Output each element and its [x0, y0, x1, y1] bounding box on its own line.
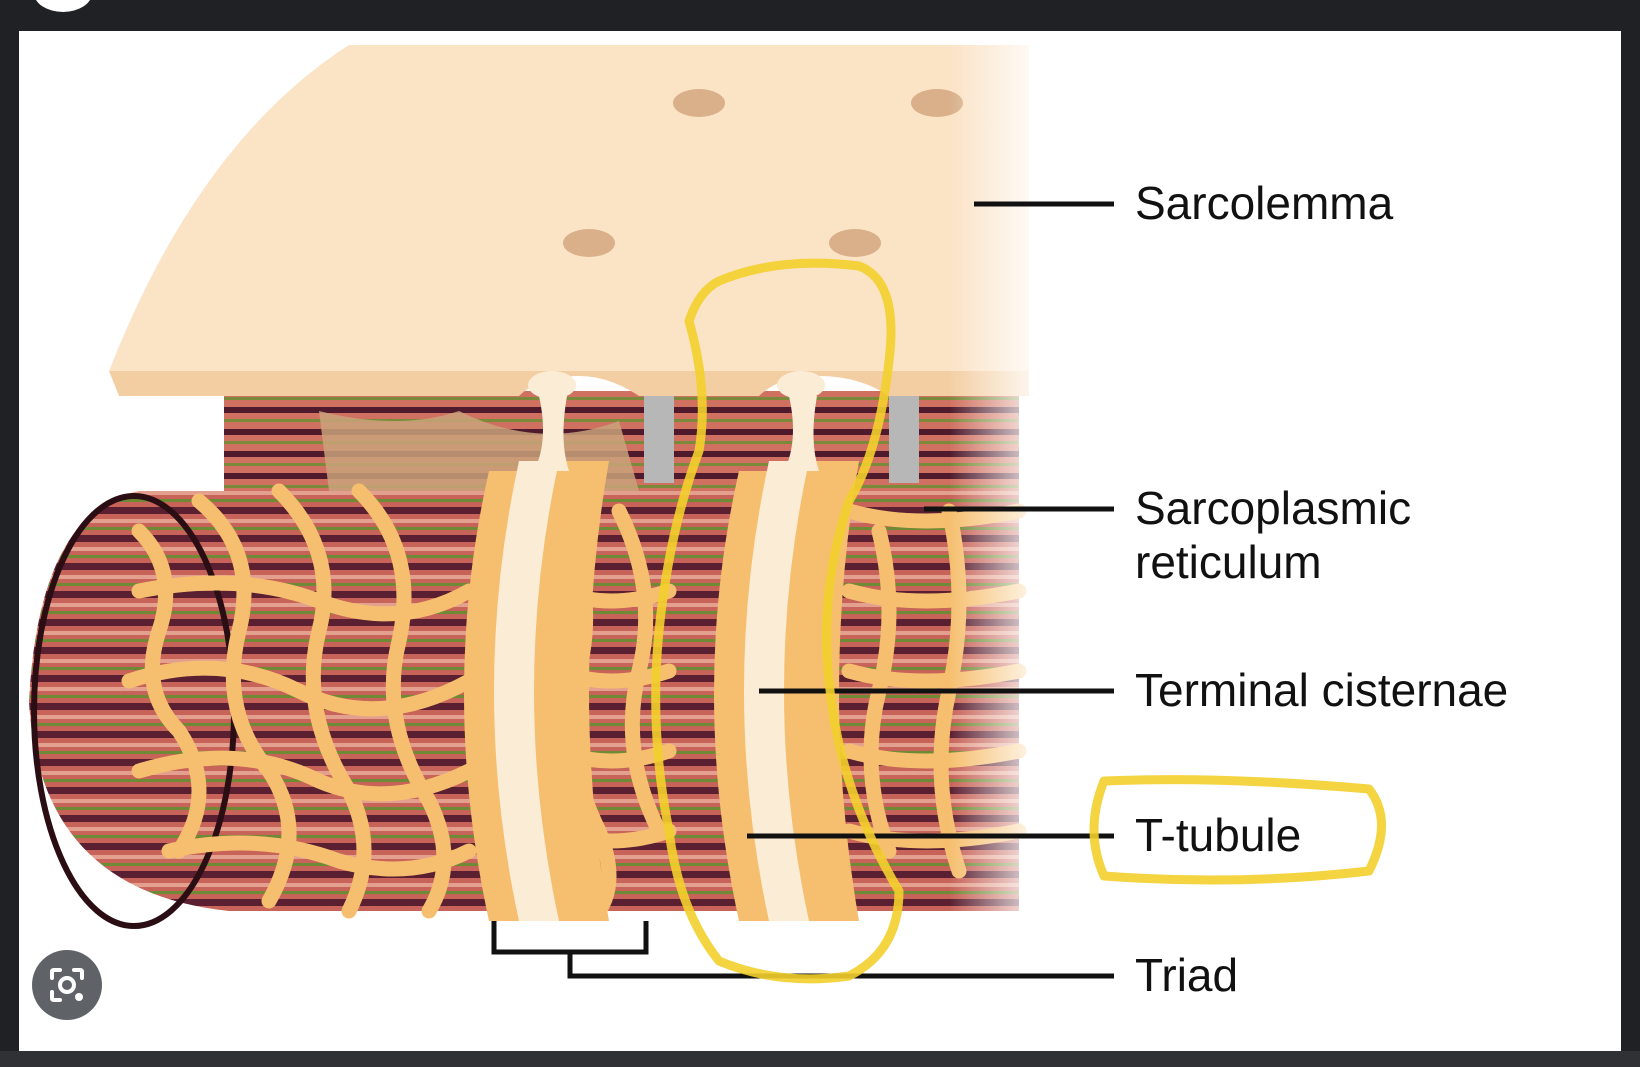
triad-bracket: [491, 921, 649, 955]
t-tubule-highlight-loop: [1089, 775, 1386, 885]
highlight-annotations: [651, 258, 1386, 984]
myofibril-back: [224, 391, 1019, 501]
label-sarcoplasmic-line2: reticulum: [1135, 536, 1322, 589]
avatar[interactable]: [34, 0, 92, 12]
label-triad: Triad: [1135, 949, 1239, 1001]
triad-bands: [464, 461, 859, 921]
label-sarcoplasmic-reticulum: Sarcoplasmic reticulum: [1135, 481, 1411, 590]
label-sarcolemma: Sarcolemma: [1135, 177, 1394, 229]
diagram-image: Sarcolemma Sarcoplasmic reticulum Termin…: [19, 31, 1621, 1051]
fade-overlay: [949, 31, 1049, 1051]
triad-highlight-loop: [651, 258, 904, 984]
top-bar: [0, 0, 1640, 30]
sarcolemma-slab: [109, 45, 1029, 471]
lens-search-button[interactable]: [32, 950, 102, 1020]
lens-camera-icon: [50, 968, 84, 1002]
muscle-fiber-diagram: [29, 31, 1621, 1051]
leader-lines: [491, 201, 1114, 979]
label-terminal-cisternae: Terminal cisternae: [1135, 664, 1509, 716]
bottom-bar: [0, 1051, 1640, 1067]
label-sarcoplasmic-line1: Sarcoplasmic: [1135, 482, 1412, 534]
triad-leader-line: [567, 952, 1114, 979]
sarcoplasmic-reticulum-network: [121, 483, 1027, 919]
label-t-tubule: T-tubule: [1135, 809, 1302, 861]
